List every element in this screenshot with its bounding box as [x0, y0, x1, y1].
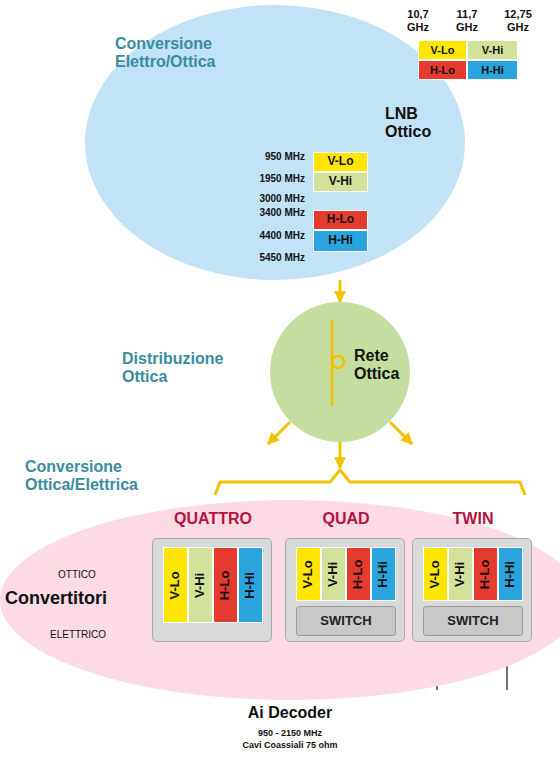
- band-column: H-Hi: [371, 547, 396, 601]
- switch-label: SWITCH: [447, 614, 498, 629]
- converter-heading: QUATTRO: [143, 510, 283, 528]
- frequency-label: 10,7 GHz: [398, 8, 438, 33]
- band-name: V-Lo: [428, 560, 443, 588]
- band-column: H-Lo: [213, 547, 238, 623]
- converter-region: V-Lo V-Hi H-Lo H-Hi QUATTRO V-Lo V-Hi H-Lo H-HiS…: [0, 468, 560, 705]
- converter-box: V-LoV-HiH-LoH-HiSWITCHTWIN: [412, 538, 532, 642]
- frequency-label: 3400 MHz: [235, 207, 305, 219]
- split-arrow: [268, 422, 290, 444]
- switch-label: SWITCH: [320, 614, 371, 629]
- region-label: Conversione Elettro/Ottica: [115, 35, 255, 72]
- band-cell: V-Lo: [313, 152, 368, 172]
- band-column: V-Hi: [188, 547, 213, 623]
- band-column: V-Lo: [423, 547, 448, 601]
- band-name: H-Lo: [327, 213, 354, 227]
- band-cell: V-Hi: [313, 172, 368, 192]
- band-column: V-Lo: [163, 547, 188, 623]
- band-column: V-Hi: [321, 547, 346, 601]
- band-cell: V-Lo: [418, 40, 467, 60]
- band-column: V-Lo: [296, 547, 321, 601]
- converter-box: V-LoV-HiH-LoH-HiSWITCHQUAD: [285, 538, 405, 642]
- switch-box: SWITCH: [296, 606, 396, 636]
- converter-heading: TWIN: [403, 510, 543, 528]
- output-note: 950 - 2150 MHz: [190, 728, 390, 738]
- flow-arrow: [339, 280, 342, 302]
- region-label: Rete Ottica: [354, 347, 408, 384]
- band-name: H-Hi: [481, 64, 504, 77]
- output-label: Ai Decoder: [190, 704, 390, 722]
- switch-box: SWITCH: [423, 606, 523, 636]
- band-column: H-Lo: [346, 547, 371, 601]
- frequency-label: 950 MHz: [235, 151, 305, 163]
- flow-arrow: [339, 442, 342, 468]
- band-name: V-Hi: [482, 44, 503, 57]
- band-name: V-Lo: [301, 560, 316, 588]
- region-label: LNB Ottico: [385, 105, 445, 142]
- band-name: V-Lo: [168, 571, 183, 599]
- band-name: H-Lo: [218, 570, 233, 600]
- band-name: H-Hi: [243, 572, 258, 599]
- band-cell: H-Hi: [313, 230, 368, 252]
- band-name: V-Hi: [326, 561, 341, 586]
- region-label: Distribuzione Ottica: [122, 350, 240, 387]
- band-name: H-Lo: [478, 559, 493, 589]
- band-name: V-Hi: [329, 175, 352, 189]
- side-label: OTTICO: [58, 569, 128, 581]
- band-column: V-Hi: [448, 547, 473, 601]
- optical-network: Distribuzione OtticaRete Ottica: [270, 302, 410, 442]
- band-column: H-Hi: [498, 547, 523, 601]
- band-name: V-Lo: [328, 155, 354, 169]
- band-column: H-Lo: [473, 547, 498, 601]
- band-name: H-Hi: [376, 561, 391, 588]
- band-column: H-Hi: [238, 547, 263, 623]
- converter-box: V-LoV-HiH-LoH-HiQUATTRO: [152, 538, 272, 642]
- band-name: V-Hi: [453, 561, 468, 586]
- frequency-label: 1950 MHz: [235, 173, 305, 185]
- band-name: H-Hi: [503, 561, 518, 588]
- split-arrow: [390, 422, 412, 444]
- band-cell: H-Lo: [313, 210, 368, 230]
- band-name: H-Lo: [430, 64, 455, 77]
- band-name: H-Hi: [328, 234, 353, 248]
- section-label: Conversione Ottica/Elettrica: [25, 458, 205, 495]
- frequency-label: 5450 MHz: [235, 252, 305, 264]
- band-cell: V-Hi: [467, 40, 518, 60]
- side-label: ELETTRICO: [50, 629, 130, 641]
- band-name: V-Hi: [193, 572, 208, 597]
- output-note: Cavi Coassiali 75 ohm: [190, 740, 390, 750]
- converter-heading: QUAD: [276, 510, 416, 528]
- band-cell: H-Lo: [418, 60, 467, 80]
- frequency-label: 12,75 GHz: [496, 8, 540, 33]
- band-cell: H-Hi: [467, 60, 518, 80]
- frequency-label: 11,7 GHz: [447, 8, 487, 33]
- band-name: V-Lo: [431, 44, 455, 57]
- frequency-label: 4400 MHz: [235, 230, 305, 242]
- band-name: H-Lo: [351, 559, 366, 589]
- frequency-label: 3000 MHz: [235, 193, 305, 205]
- region-label: Convertitori: [5, 588, 135, 609]
